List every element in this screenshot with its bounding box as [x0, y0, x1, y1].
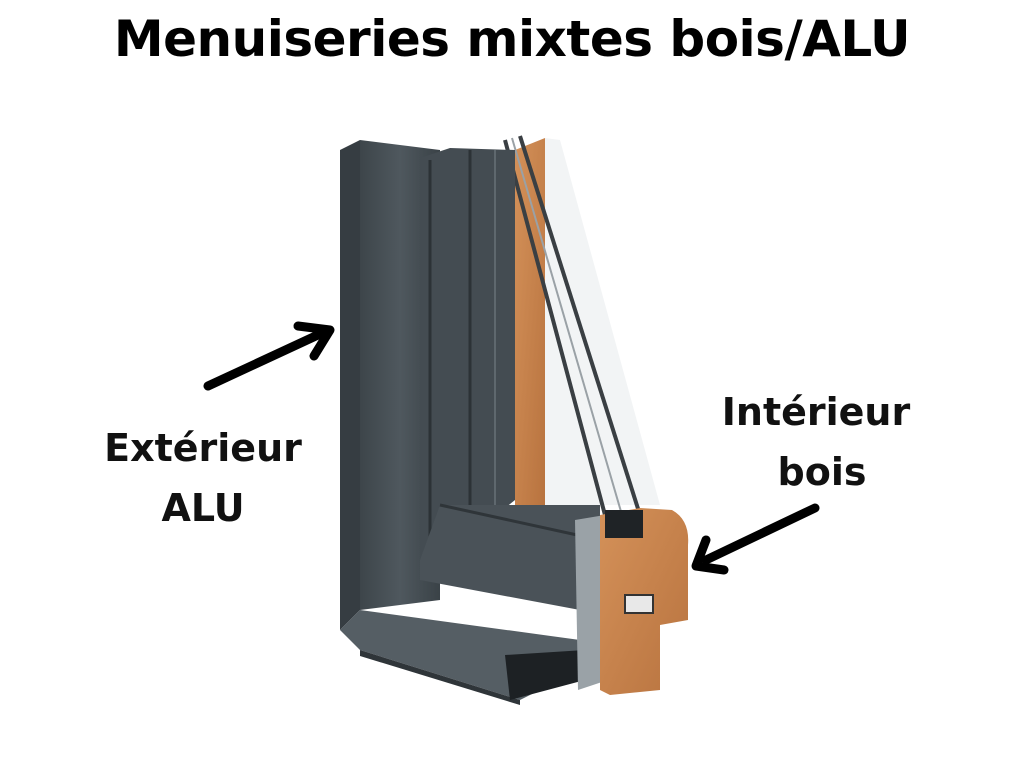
- sash-bottom-line: [439, 503, 601, 542]
- wood-inner-strip: [515, 138, 545, 505]
- label-exterior-line1: Extérieur: [104, 426, 302, 470]
- profile-section-dark: [505, 650, 585, 700]
- glass-edge-inner: [518, 135, 642, 516]
- label-interior-wood: Intérieur bois: [696, 382, 936, 502]
- aluminium-section-cut: [575, 515, 608, 690]
- glazing-bead: [605, 510, 643, 538]
- arrow-exterior: [203, 321, 335, 391]
- wood-section-gasket: [624, 594, 654, 614]
- label-exterior-line2: ALU: [161, 486, 245, 530]
- aluminium-sash-vertical: [420, 148, 515, 560]
- label-interior-line1: Intérieur: [721, 390, 911, 434]
- diagram-title: Menuiseries mixtes bois/ALU: [113, 10, 911, 68]
- glass-pane: [545, 138, 660, 505]
- glass-edge-mid: [511, 137, 623, 516]
- label-exterior-alu: Extérieur ALU: [78, 418, 328, 538]
- glass-edge-outer: [503, 139, 607, 516]
- aluminium-sill-front: [360, 650, 520, 705]
- label-interior-line2: bois: [777, 450, 867, 494]
- arrow-interior: [691, 503, 820, 575]
- aluminium-vertical-frame: [340, 140, 360, 630]
